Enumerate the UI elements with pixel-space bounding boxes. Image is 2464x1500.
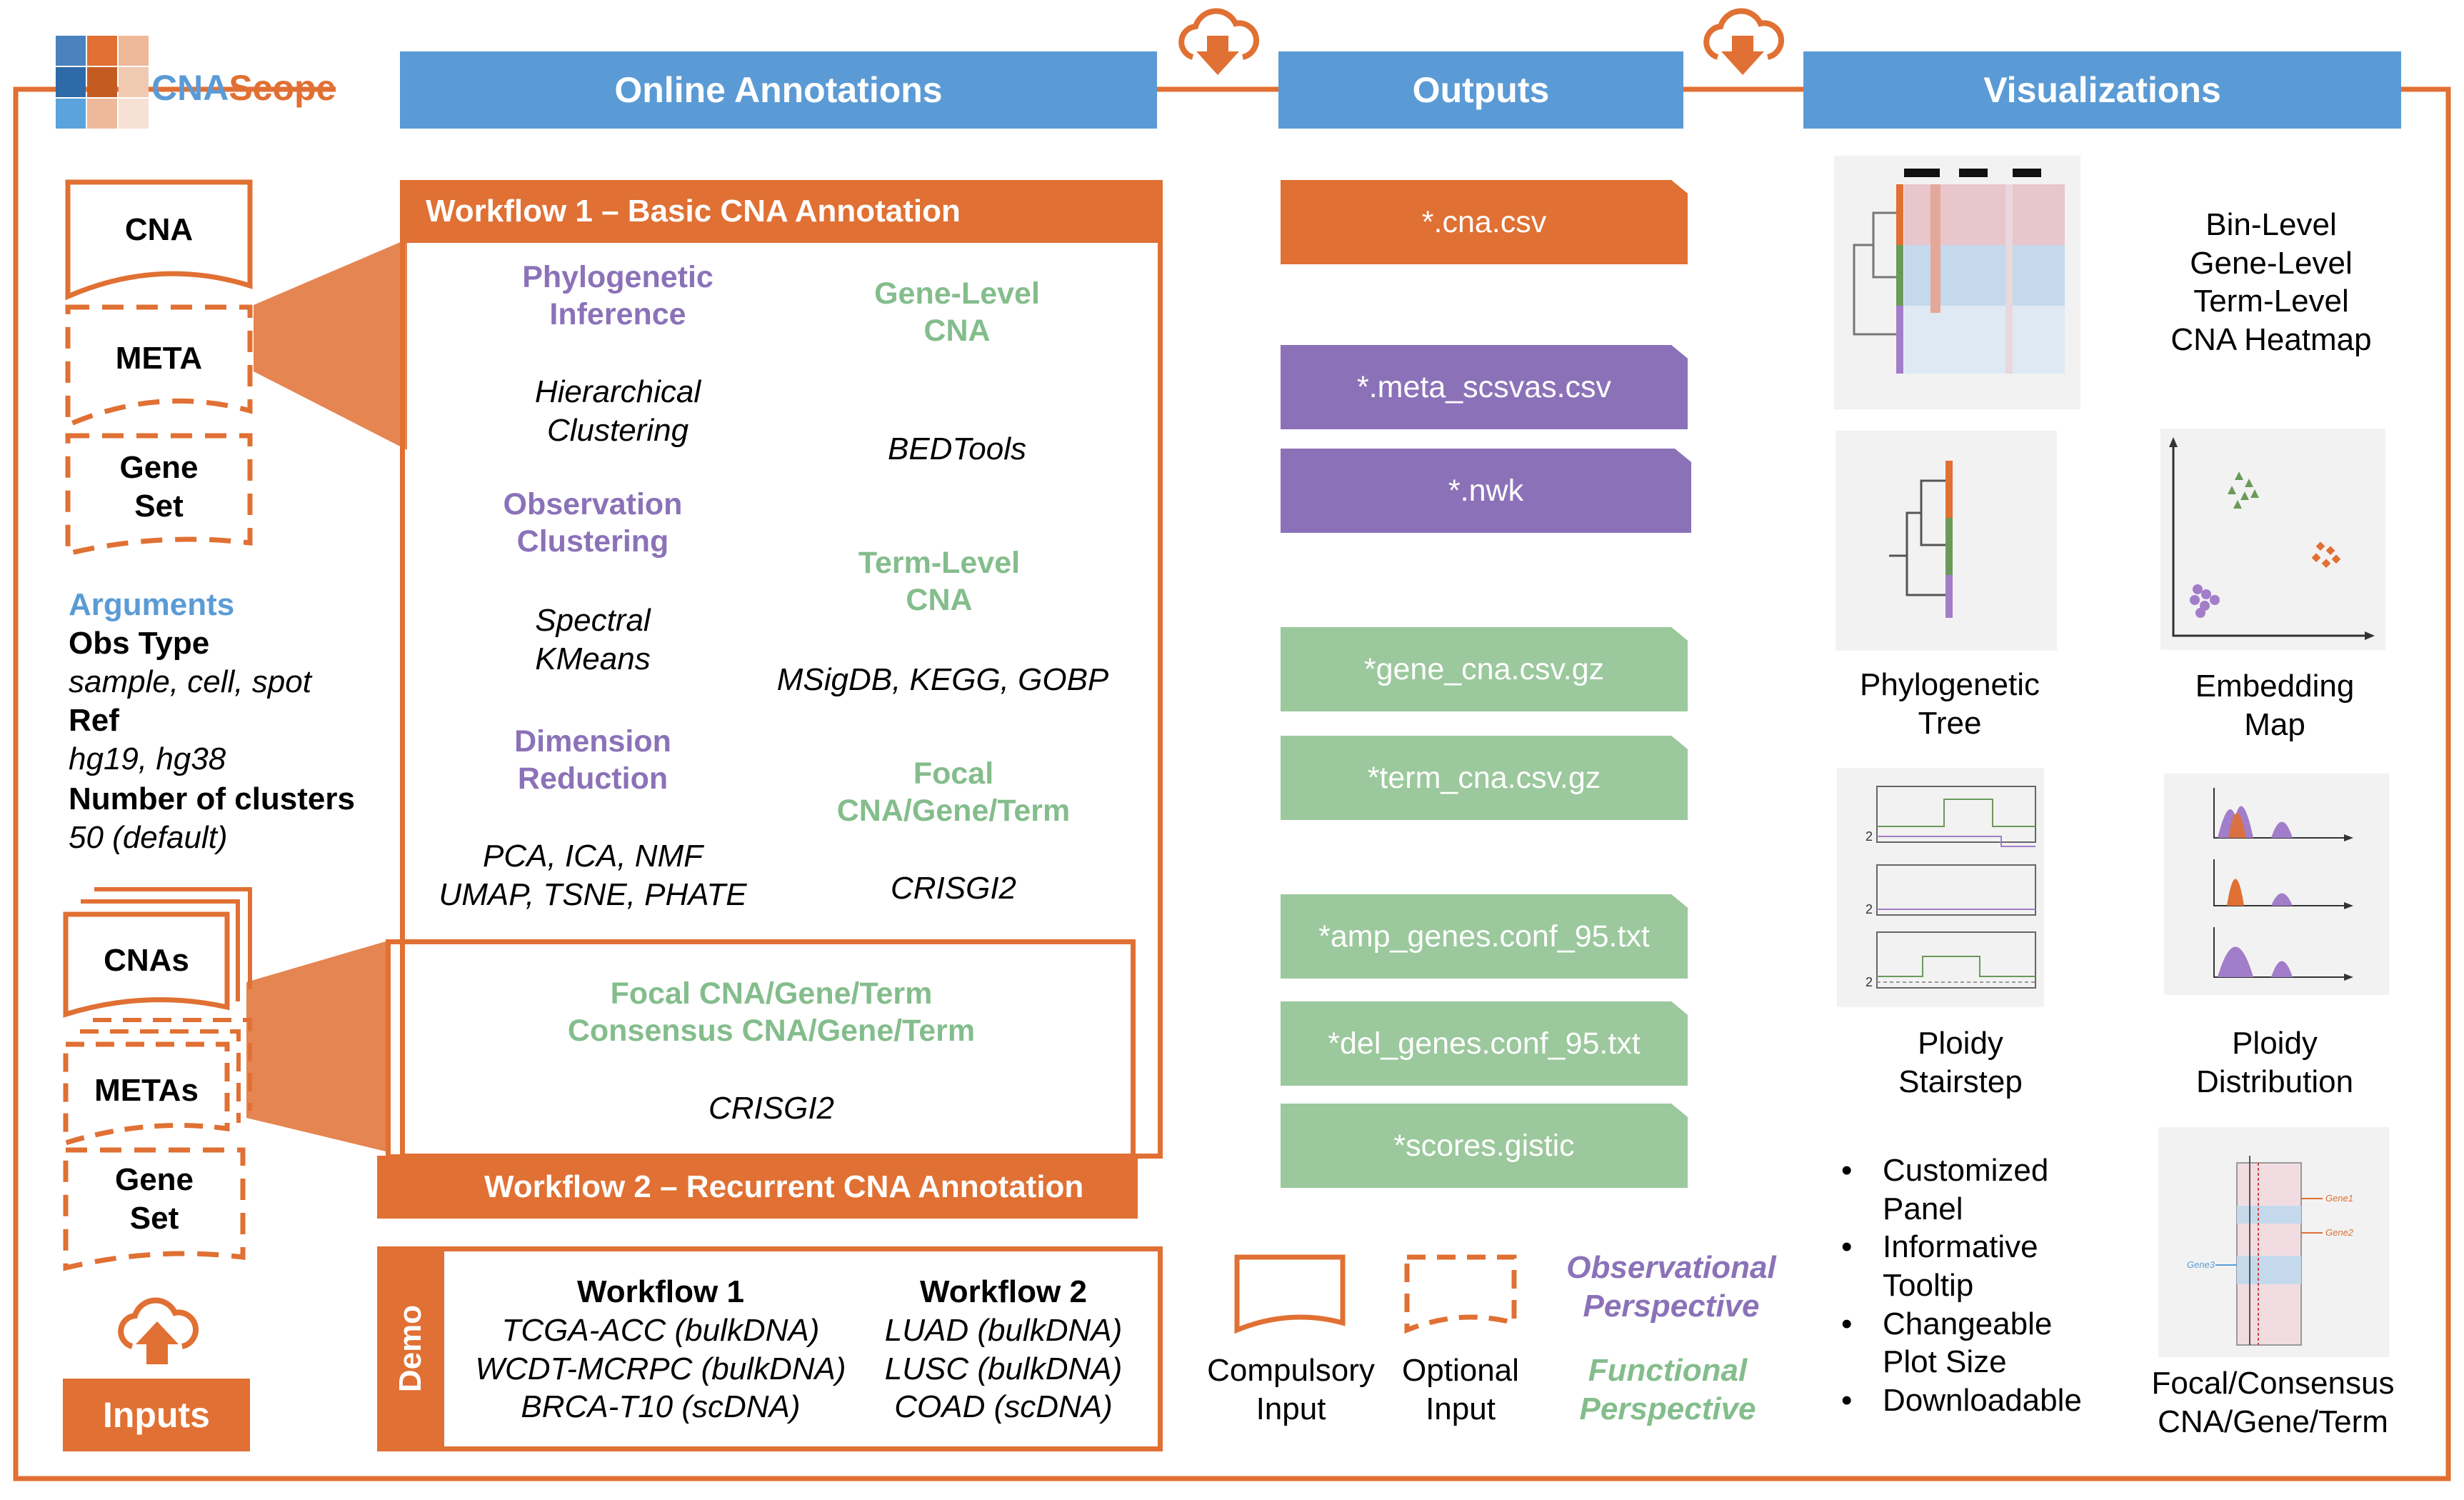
output-gene-cna: *gene_cna.csv.gz xyxy=(1281,627,1688,711)
wf1-hierarchical-clustering: Hierarchical Clustering xyxy=(534,374,701,448)
header-online-annotations: Online Annotations xyxy=(400,51,1157,129)
header-visualizations: Visualizations xyxy=(1803,51,2401,129)
output-term-cna: *term_cna.csv.gz xyxy=(1281,736,1688,820)
wf2-focal-consensus: Focal CNA/Gene/Term Consensus CNA/Gene/T… xyxy=(567,976,976,1049)
wf1-term-level-cna: Term-Level CNA xyxy=(858,546,1021,618)
vis-focal-label: Focal/Consensus CNA/Gene/Term xyxy=(2151,1366,2395,1439)
gene2-label: Gene2 xyxy=(2325,1227,2354,1238)
legend-observational: Observational Perspective xyxy=(1566,1250,1776,1324)
output-del-genes: *del_genes.conf_95.txt xyxy=(1281,1001,1688,1086)
optional-doc-icon xyxy=(1404,1254,1517,1334)
focal-thumbnail: Gene1 Gene2 Gene3 xyxy=(2158,1127,2389,1357)
wf1-spectral-kmeans: Spectral KMeans xyxy=(535,603,651,676)
wf1-focal-cna: Focal CNA/Gene/Term xyxy=(836,756,1071,829)
cloud-download-icon xyxy=(1703,8,1785,75)
feature-informative-tooltip: Informative Tooltip xyxy=(1883,1229,2038,1304)
wf1-phylogenetic-inference: Phylogenetic Inference xyxy=(522,260,713,332)
output-meta-scsvas: *.meta_scsvas.csv xyxy=(1281,345,1688,429)
gene1-label: Gene1 xyxy=(2325,1193,2353,1204)
wf1-term-methods: MSigDB, KEGG, GOBP xyxy=(776,662,1109,697)
workflow2-header: Workflow 2 – Recurrent CNA Annotation xyxy=(377,1156,1138,1219)
arg-ref-label: Ref xyxy=(69,703,119,738)
legend-optional: Optional Input xyxy=(1402,1353,1519,1426)
input-metas: METAs xyxy=(94,1073,199,1108)
feature-list: •Customized Panel •Informative Tooltip •… xyxy=(1841,1151,2082,1420)
gene3-label: Gene3 xyxy=(2187,1259,2215,1270)
stairstep-thumbnail: 2 2 2 xyxy=(1837,768,2044,1007)
cloud-upload-icon xyxy=(118,1297,199,1364)
embedding-thumbnail xyxy=(2160,429,2385,650)
input-cnas: CNAs xyxy=(104,943,189,978)
demo-wf2-items: LUAD (bulkDNA) LUSC (bulkDNA) COAD (scDN… xyxy=(884,1313,1123,1425)
distribution-thumbnail xyxy=(2164,774,2389,995)
output-amp-genes: *amp_genes.conf_95.txt xyxy=(1281,894,1688,979)
wf1-bedtools: BEDTools xyxy=(887,431,1027,466)
legend-shapes xyxy=(1234,1254,1517,1334)
output-nwk: *.nwk xyxy=(1281,449,1691,533)
legend-functional: Functional Perspective xyxy=(1579,1353,1756,1426)
logo-text-suffix: Scope xyxy=(229,68,336,108)
arg-obs-type-label: Obs Type xyxy=(69,626,210,661)
inputs-button[interactable]: Inputs xyxy=(63,1379,250,1451)
heatmap-thumbnail xyxy=(1834,156,2080,409)
ploidy-tick-label: 2 xyxy=(1865,975,1873,989)
input-document-shapes xyxy=(63,179,253,1271)
demo-wf1-title: Workflow 1 xyxy=(577,1274,744,1309)
vis-tree-label: Phylogenetic Tree xyxy=(1860,667,2040,741)
input-gene-set-2: Gene Set xyxy=(114,1162,194,1236)
compulsory-doc-icon xyxy=(1234,1254,1346,1334)
arg-obs-type-value: sample, cell, spot xyxy=(69,664,311,699)
arg-clusters-label: Number of clusters xyxy=(69,781,355,816)
output-scores-gistic: *scores.gistic xyxy=(1281,1104,1688,1188)
logo: CNAScope xyxy=(56,36,336,136)
logo-text-prefix: CNA xyxy=(151,68,229,108)
vis-stairstep-label: Ploidy Stairstep xyxy=(1898,1026,2023,1099)
feature-item: •Changeable Plot Size xyxy=(1841,1305,2082,1381)
demo-label-bar: Demo xyxy=(377,1246,444,1451)
input-cna: CNA xyxy=(124,212,194,247)
ploidy-tick-label: 2 xyxy=(1865,902,1873,916)
ploidy-tick-label: 2 xyxy=(1865,829,1873,844)
wf1-crisgi2: CRISGI2 xyxy=(890,871,1017,906)
logo-mosaic-icon xyxy=(56,36,149,129)
wf1-gene-level-cna: Gene-Level CNA xyxy=(874,276,1040,349)
arg-clusters-value: 50 (default) xyxy=(69,820,228,855)
vis-heatmap-label: Bin-Level Gene-Level Term-Level CNA Heat… xyxy=(2170,207,2372,358)
output-cna-csv: *.cna.csv xyxy=(1281,180,1688,264)
arg-ref-value: hg19, hg38 xyxy=(69,741,226,776)
cloud-download-icon xyxy=(1178,8,1260,75)
demo-wf1-items: TCGA-ACC (bulkDNA) WCDT-MCRPC (bulkDNA) … xyxy=(475,1313,846,1425)
header-outputs: Outputs xyxy=(1278,51,1683,129)
feature-item: •Customized Panel xyxy=(1841,1151,2082,1228)
feature-item: •Informative Tooltip xyxy=(1841,1228,2082,1304)
vis-embedding-label: Embedding Map xyxy=(2195,669,2355,742)
feature-item: •Downloadable xyxy=(1841,1381,2082,1420)
tree-thumbnail xyxy=(1836,431,2057,651)
input-gene-set: Gene Set xyxy=(119,450,199,524)
legend-compulsory: Compulsory Input xyxy=(1207,1353,1375,1426)
feature-changeable-plot-size: Changeable Plot Size xyxy=(1883,1306,2053,1380)
wf1-observation-clustering: Observation Clustering xyxy=(503,487,683,559)
workflow1-header: Workflow 1 – Basic CNA Annotation xyxy=(400,180,1163,243)
wf2-crisgi2: CRISGI2 xyxy=(708,1091,835,1126)
input-meta: META xyxy=(115,341,203,376)
arguments-title: Arguments xyxy=(69,587,235,622)
feature-customized-panel: Customized Panel xyxy=(1883,1153,2049,1226)
demo-wf2-title: Workflow 2 xyxy=(920,1274,1087,1309)
wf1-dimension-methods: PCA, ICA, NMF UMAP, TSNE, PHATE xyxy=(439,839,747,912)
demo-label: Demo xyxy=(393,1304,428,1393)
wf1-dimension-reduction: Dimension Reduction xyxy=(514,724,671,796)
feature-downloadable: Downloadable xyxy=(1883,1383,2082,1419)
vis-distribution-label: Ploidy Distribution xyxy=(2195,1026,2354,1099)
